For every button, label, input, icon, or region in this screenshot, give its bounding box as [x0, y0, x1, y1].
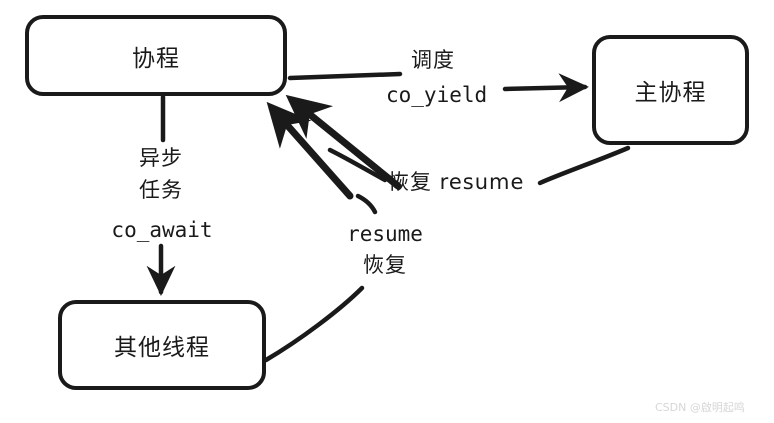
edge-coroutine-to-main: [287, 71, 589, 103]
edge-label-schedule: 调度: [411, 48, 455, 74]
edge-label-restore-thread-text: 恢复: [363, 253, 407, 277]
node-main-coroutine-label: 主协程: [634, 80, 707, 106]
edge-label-co-yield-text: co_yield: [386, 83, 488, 107]
edge-label-task: 任务: [126, 178, 196, 204]
edge-label-co-await-text: co_await: [111, 218, 213, 242]
edge-label-task-text: 任务: [139, 178, 183, 202]
node-other-thread[interactable]: 其他线程: [58, 300, 266, 390]
edge-label-restore-thread: 恢复: [327, 253, 443, 279]
node-coroutine-label: 协程: [132, 45, 180, 72]
edge-other-thread-to-coroutine: [263, 101, 378, 363]
node-main-coroutine[interactable]: 主协程: [592, 35, 749, 145]
edge-label-co-await: co_await: [92, 218, 232, 244]
edge-label-schedule-cn: 调度: [411, 48, 455, 72]
csdn-watermark: CSDN @啟明起鸣: [655, 401, 745, 414]
edge-coroutine-to-other-thread: [146, 94, 176, 296]
edge-label-co-yield: co_yield: [386, 83, 487, 109]
edge-label-async: 异步: [126, 146, 196, 172]
node-coroutine[interactable]: 协程: [25, 15, 287, 96]
edge-label-resume-main: 恢复 resume: [388, 170, 524, 196]
edge-label-resume-main-text: 恢复 resume: [388, 170, 525, 194]
edge-label-resume-thread-text: resume: [347, 222, 423, 246]
node-other-thread-label: 其他线程: [114, 335, 210, 361]
edge-label-async-text: 异步: [139, 146, 183, 170]
edge-label-resume-thread: resume: [327, 222, 443, 248]
